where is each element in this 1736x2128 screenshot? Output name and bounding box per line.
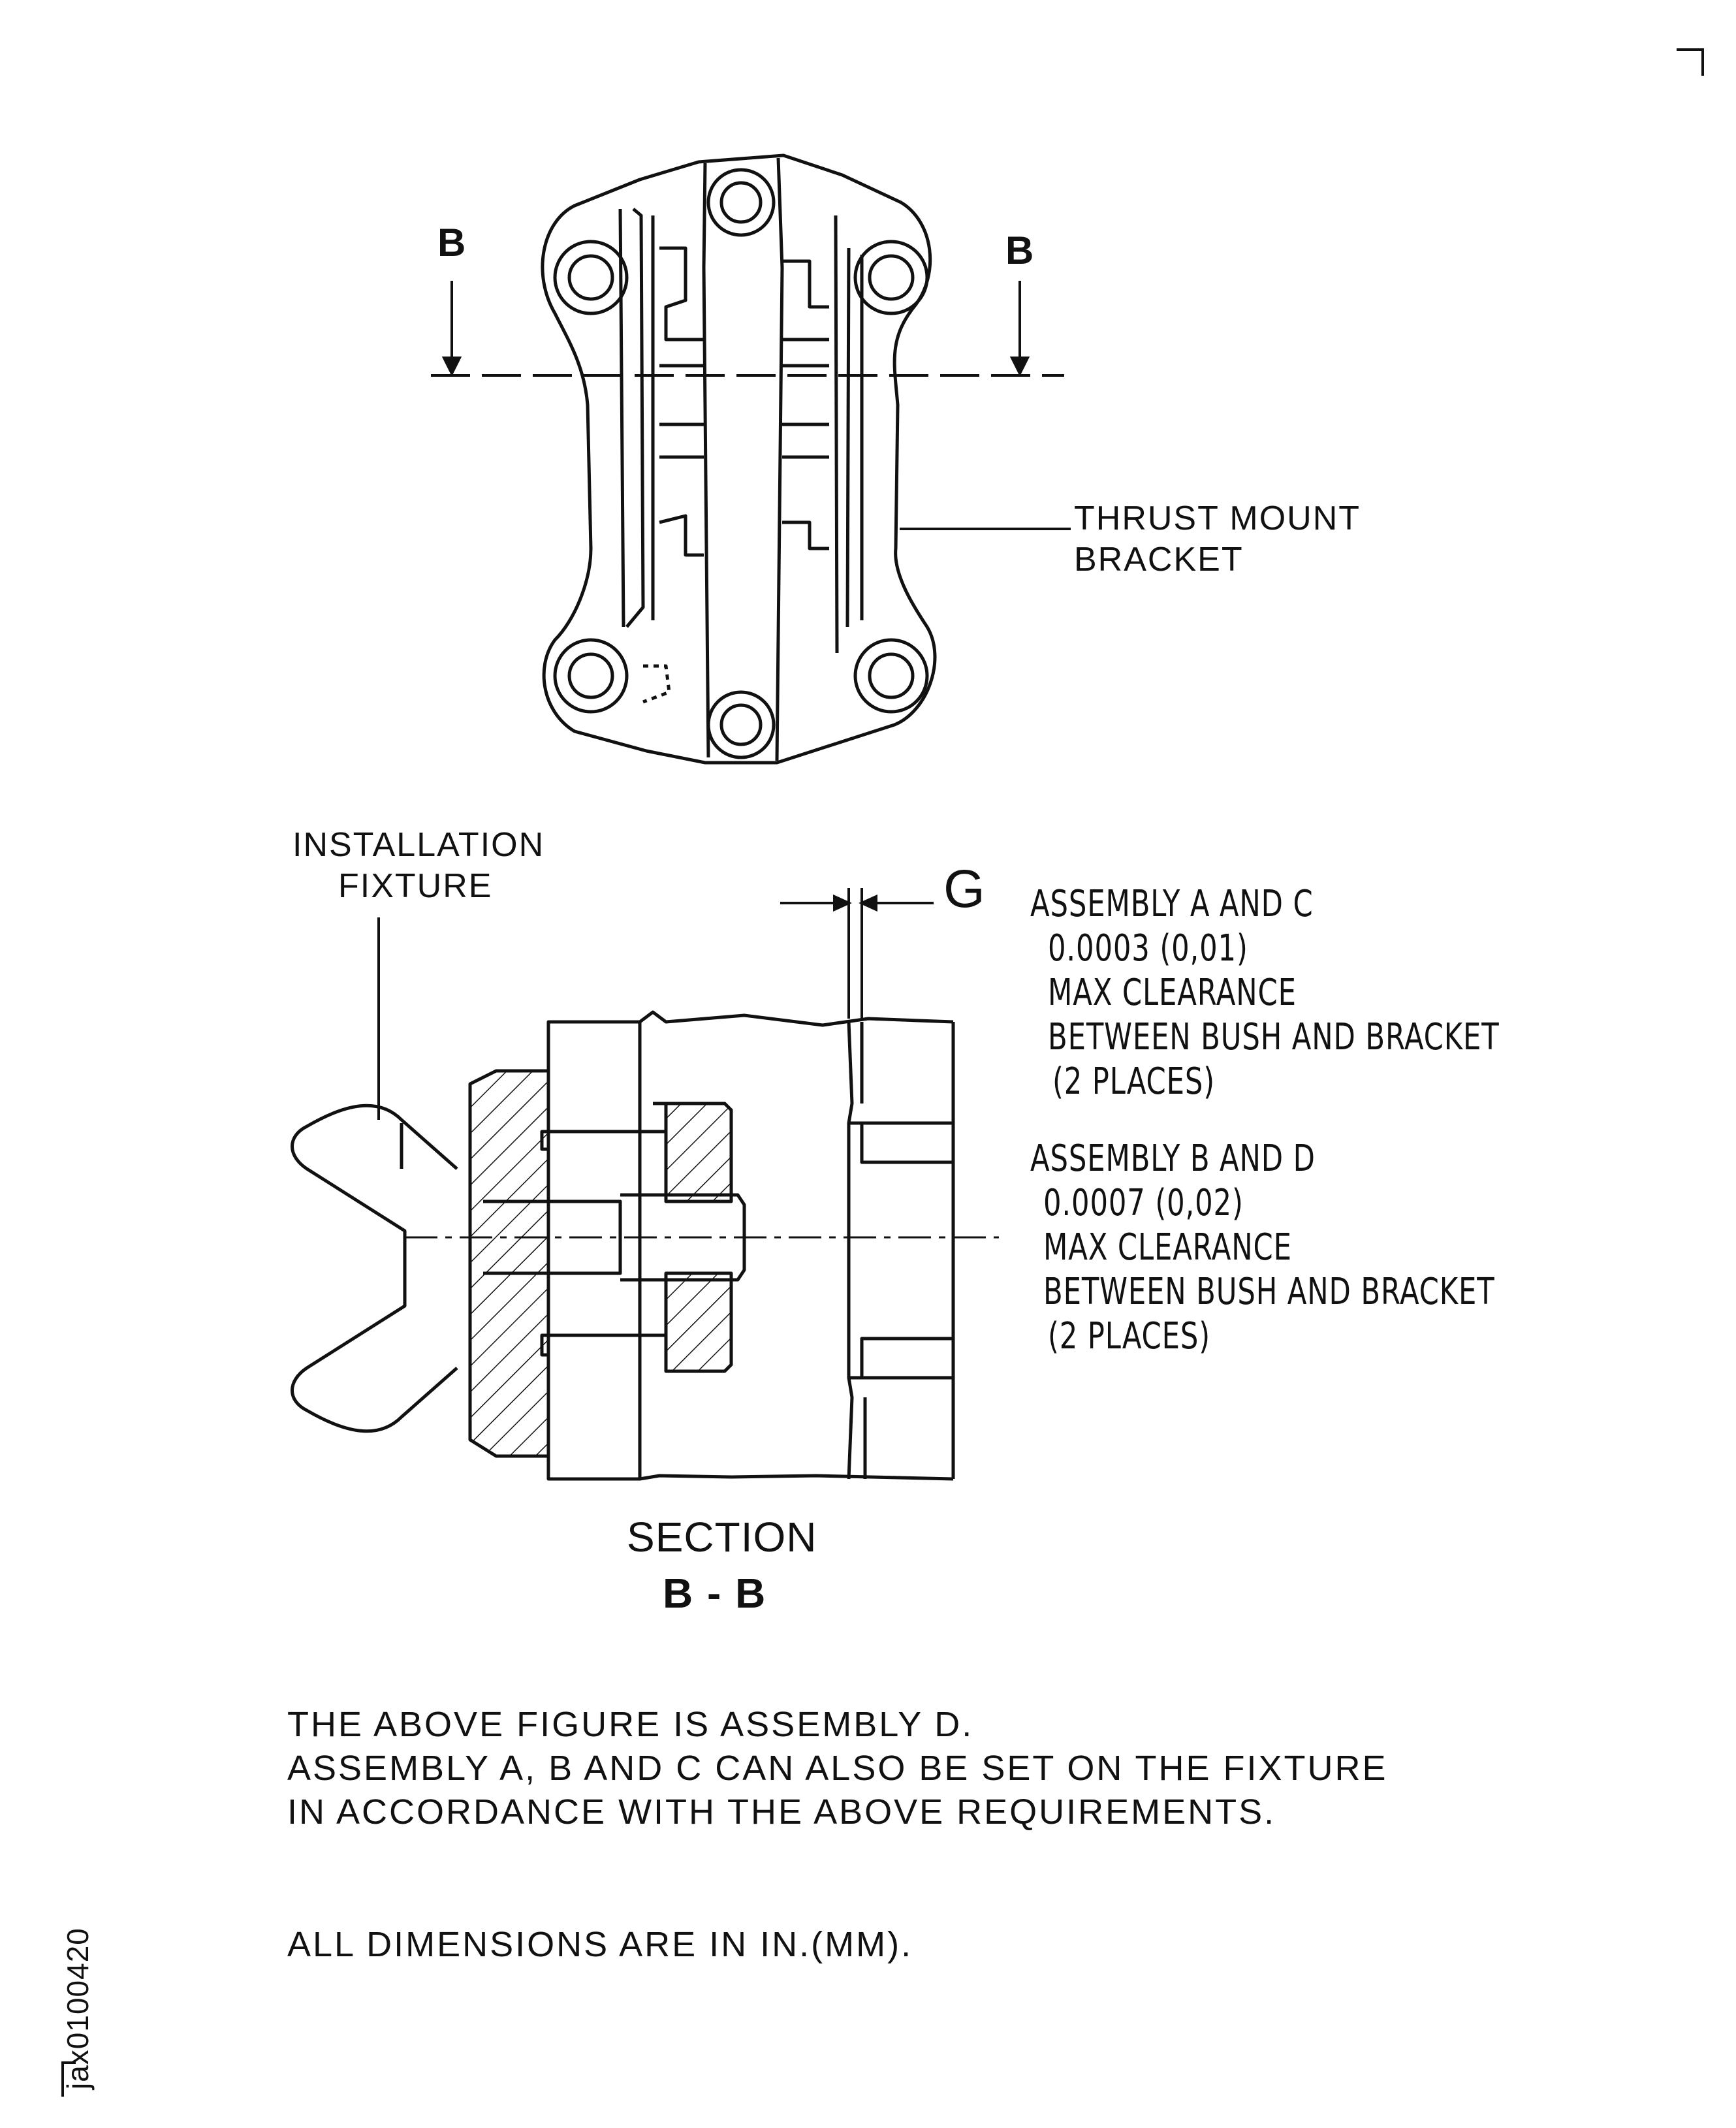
assembly-ac-title: ASSEMBLY A AND C: [1030, 883, 1314, 925]
gap-dimension: [780, 888, 934, 1019]
inner-washer: [664, 1102, 733, 1203]
assembly-bd-title: ASSEMBLY B AND D: [1030, 1137, 1316, 1180]
section-id: B - B: [663, 1570, 767, 1617]
note-line-2: ASSEMBLY A, B AND C CAN ALSO BE SET ON T…: [287, 1749, 1388, 1788]
bolt-hole-bottom-right: [853, 638, 929, 714]
bolt-hole-bottom-left: [553, 638, 629, 714]
bolt-hole-top-right: [853, 240, 929, 315]
section-view: [291, 1010, 955, 1481]
bolt-hole-top-left: [553, 240, 629, 315]
assembly-ac-places: (2 PLACES): [1052, 1060, 1216, 1103]
thrust-mount-label-2: BRACKET: [1074, 541, 1244, 579]
figure-id-bracket: [61, 2061, 76, 2097]
assembly-ac-line2: BETWEEN BUSH AND BRACKET: [1048, 1016, 1500, 1058]
section-mark-left: B: [437, 221, 467, 264]
fixture-label-2: FIXTURE: [338, 867, 493, 905]
section-cut-line: [431, 281, 1064, 377]
fixture-plate: [468, 1069, 550, 1458]
note-line-3: IN ACCORDANCE WITH THE ABOVE REQUIREMENT…: [287, 1792, 1276, 1832]
wing-nut-icon: [291, 1104, 458, 1433]
assembly-bd-line2: BETWEEN BUSH AND BRACKET: [1043, 1271, 1495, 1313]
bolt-shaft: [483, 1199, 622, 1275]
fixture-label: INSTALLATION: [292, 826, 545, 864]
assembly-ac-line1: MAX CLEARANCE: [1048, 972, 1297, 1014]
bolt-hole-top-center: [706, 168, 776, 237]
bolt-hole-bottom-center: [706, 690, 776, 759]
left-rail: [625, 208, 645, 628]
note-line-1: THE ABOVE FIGURE IS ASSEMBLY D.: [287, 1705, 974, 1744]
center-rib-left: [702, 163, 710, 758]
bracket-outline: [541, 153, 937, 765]
thrust-mount-bracket-top-view: [541, 153, 937, 765]
assembly-bd-value: 0.0007 (0,02): [1043, 1182, 1244, 1224]
right-rail: [845, 247, 851, 627]
center-rib-right: [775, 157, 784, 761]
gap-label: G: [943, 859, 986, 919]
units-note: ALL DIMENSIONS ARE IN IN.(MM).: [287, 1925, 913, 1964]
thrust-mount-label: THRUST MOUNT: [1074, 500, 1361, 537]
corner-mark: [1677, 48, 1704, 76]
section-mark-right: B: [1005, 229, 1035, 272]
bracket-section: [847, 1021, 953, 1125]
assembly-ac-value: 0.0003 (0,01): [1048, 927, 1248, 970]
assembly-bd-line1: MAX CLEARANCE: [1043, 1226, 1292, 1269]
section-title: SECTION: [627, 1514, 817, 1561]
assembly-bd-places: (2 PLACES): [1048, 1315, 1211, 1358]
